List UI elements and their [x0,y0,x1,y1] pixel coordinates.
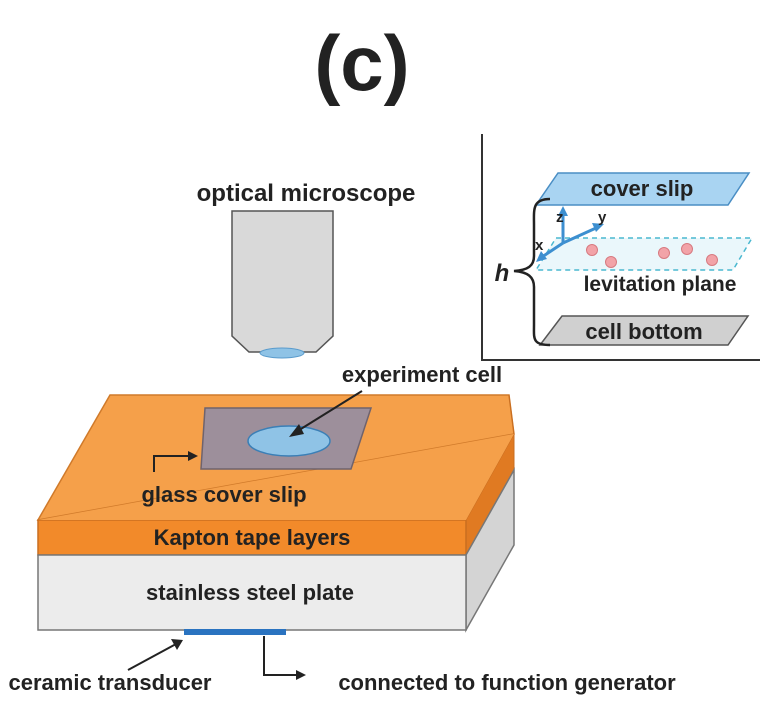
particle [605,256,617,268]
experiment-cell-arrowhead [289,424,304,437]
particle [681,243,693,255]
inset-frame [481,134,760,361]
axis-x-label: x [535,237,544,254]
experiment-cell [247,425,331,457]
kapton-front-face [37,519,467,556]
steel-label: stainless steel plate [146,580,354,605]
experiment-cell-arrow [295,390,363,433]
cover-slip-arrowhead [188,451,198,461]
axis-z-arrowhead [558,206,568,216]
generator-label: connected to function generator [338,670,676,695]
microscope-objective [231,210,334,359]
transducer-label: ceramic transducer [9,670,212,695]
inset-cell-bottom [538,315,750,346]
axis-z-label: z [556,209,564,226]
glass-cover-slip-label: glass cover slip [141,482,306,507]
inset-cover-slip [534,172,751,206]
ceramic-transducer [184,629,286,635]
inset-panel: cover slip z y x levitation plane cell b… [481,134,760,361]
particle [586,244,598,256]
inset-axes [541,214,597,259]
axis-y-arrowhead [592,223,604,232]
inset-levitation-plane-label: levitation plane [584,273,737,296]
kapton-top-face-corner [38,434,514,520]
axis-x-arrowhead [536,251,547,262]
axis-y-label: y [598,209,607,226]
microscope-label: optical microscope [197,180,416,207]
experiment-cell-label: experiment cell [342,362,502,387]
kapton-label: Kapton tape layers [154,525,351,550]
generator-arrow [263,636,298,676]
transducer-arrow [127,643,177,671]
sample-stack [36,394,515,635]
generator-arrowhead [296,670,306,680]
particle [658,247,670,259]
height-label: h [495,260,510,287]
inset-cover-slip-label: cover slip [591,176,694,201]
height-brace [513,197,551,347]
inset-levitation-plane [534,237,754,271]
panel-label: (c) [314,19,409,107]
microscope-lens [259,347,305,359]
inset-cell-bottom-label: cell bottom [585,319,702,344]
cover-slip-arrow [153,455,190,472]
transducer-arrowhead [171,639,183,650]
particle [706,254,718,266]
